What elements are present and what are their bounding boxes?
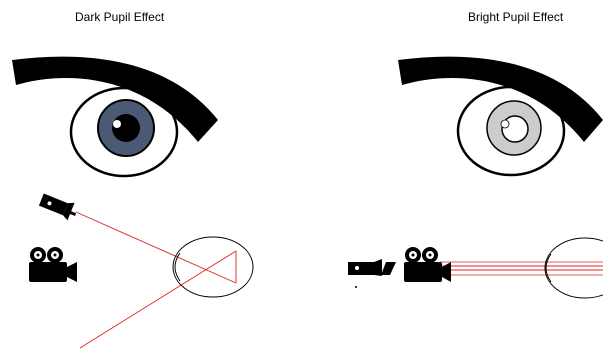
dark-pupil-panel	[12, 57, 253, 348]
bright-highlight	[501, 120, 509, 128]
bright-ir-dot	[355, 286, 357, 288]
dark-cornea	[175, 253, 180, 281]
dark-pupil	[112, 114, 140, 142]
bright-pupil-panel	[348, 57, 603, 298]
dark-eyeball	[173, 237, 253, 297]
dark-video-camera-icon	[29, 247, 77, 282]
bright-eyeball	[545, 238, 603, 298]
dark-ir-light-source-icon	[38, 191, 75, 221]
dark-ray-out	[80, 251, 236, 348]
dark-ir-emitter-tip	[69, 211, 76, 216]
bright-video-camera-icon	[404, 247, 451, 282]
bright-ir-light-source-icon	[348, 259, 396, 276]
dark-ray-in	[76, 212, 236, 283]
dark-highlight	[113, 120, 121, 128]
